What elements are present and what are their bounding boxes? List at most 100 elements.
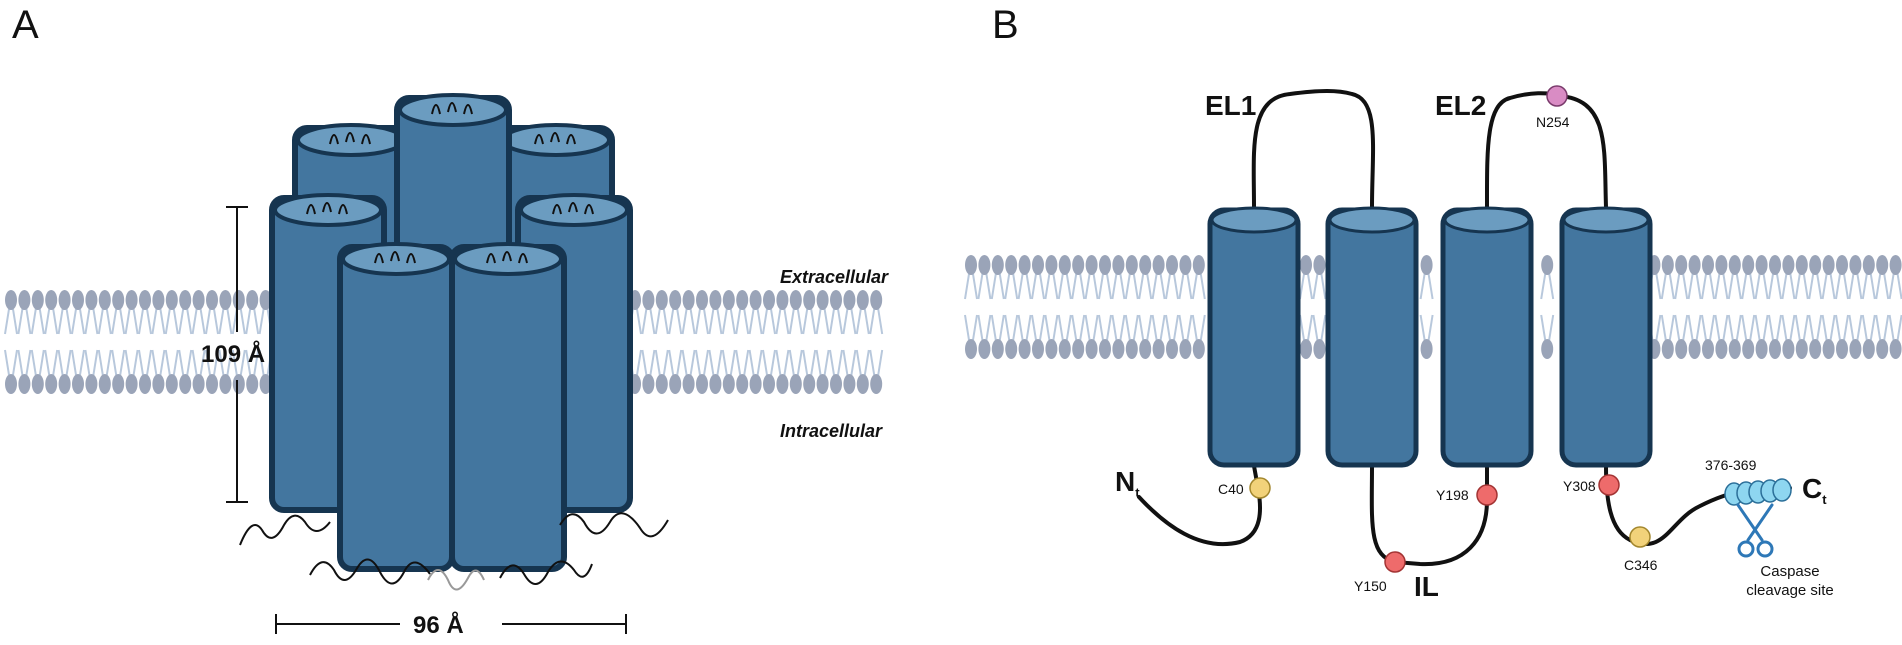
- lipid-pair: [124, 289, 139, 395]
- lipid-pair: [138, 289, 152, 395]
- lipid-pair: [1071, 254, 1086, 360]
- lipid-pair: [1124, 254, 1139, 360]
- lipid-pair: [1419, 254, 1434, 360]
- lipid-pair: [977, 254, 992, 360]
- lipid-pair: [1835, 254, 1849, 360]
- y308-label: Y308: [1563, 478, 1596, 494]
- intracellular-label: Intracellular: [780, 421, 883, 441]
- c-terminus-label: Ct: [1802, 473, 1827, 507]
- width-label: 96 Å: [413, 611, 464, 639]
- lipid-pair: [1312, 254, 1327, 360]
- el1-loop: [1251, 89, 1376, 209]
- palmitoylation-site-c40: [1249, 477, 1271, 499]
- tm-helix-3: [1440, 206, 1534, 468]
- lipid-pair: [668, 289, 683, 395]
- lipid-pair: [44, 289, 59, 395]
- el2-label: EL2: [1435, 90, 1486, 121]
- lipid-pair: [1714, 254, 1729, 360]
- lipid-pair: [178, 289, 193, 395]
- lipid-pair: [1299, 254, 1313, 360]
- lipid-pair: [1111, 254, 1126, 360]
- helix-front-left: [337, 242, 455, 572]
- lipid-pair: [842, 289, 857, 395]
- lipid-pair: [4, 289, 18, 395]
- lipid-pair: [97, 289, 112, 395]
- lipid-pair: [1754, 254, 1769, 360]
- lipid-pair: [1044, 254, 1059, 360]
- lipid-pair: [1660, 254, 1675, 360]
- lipid-pair: [1808, 254, 1823, 360]
- tm-helix-4: [1559, 206, 1653, 468]
- lipid-pair: [30, 289, 45, 395]
- scissors-icon: [1736, 503, 1774, 558]
- tm-helix-2: [1325, 206, 1419, 468]
- membrane-right-segment: [628, 289, 884, 395]
- cytoplasmic-tails: [239, 512, 669, 591]
- lipid-pair: [788, 289, 803, 395]
- tm-helix-1: [1207, 206, 1301, 468]
- lipid-pair: [654, 289, 669, 395]
- c346-label: C346: [1624, 557, 1658, 573]
- phospho-site-y198: [1476, 484, 1498, 506]
- lipid-pair: [1674, 254, 1689, 360]
- lipid-pair: [1794, 254, 1809, 360]
- membrane-bilayer-b: [964, 254, 1902, 360]
- lipid-pair: [1540, 254, 1555, 360]
- lipid-pair: [1727, 254, 1742, 360]
- channel-pore: [269, 93, 633, 572]
- lipid-pair: [1888, 254, 1902, 360]
- lipid-pair: [990, 254, 1005, 360]
- lipid-pair: [1004, 254, 1019, 360]
- lipid-pair: [1057, 254, 1072, 360]
- lipid-pair: [1768, 254, 1782, 360]
- lipid-pair: [1781, 254, 1796, 360]
- panel-b-letter: B: [992, 3, 1019, 47]
- lipid-pair: [802, 289, 817, 395]
- lipid-pair: [1821, 254, 1836, 360]
- lipid-pair: [1178, 254, 1193, 360]
- caspase-motif: [1724, 478, 1792, 506]
- il-label: IL: [1414, 571, 1439, 602]
- y198-label: Y198: [1436, 487, 1469, 503]
- palmitoylation-site-c346: [1629, 526, 1651, 548]
- lipid-pair: [695, 289, 709, 395]
- lipid-pair: [1151, 254, 1166, 360]
- lipid-pair: [721, 289, 736, 395]
- lipid-pair: [1701, 254, 1715, 360]
- y150-label: Y150: [1354, 578, 1387, 594]
- height-label: 109 Å: [201, 340, 265, 368]
- lipid-pair: [1687, 254, 1702, 360]
- panel-a-letter: A: [12, 3, 39, 47]
- lipid-pair: [735, 289, 750, 395]
- lipid-pair: [815, 289, 830, 395]
- lipid-pair: [681, 289, 696, 395]
- lipid-pair: [111, 289, 126, 395]
- helix-front-right: [449, 242, 567, 572]
- lipid-pair: [1741, 254, 1756, 360]
- lipid-pair: [1017, 254, 1032, 360]
- n254-label: N254: [1536, 114, 1570, 130]
- n-terminus-letter: N: [1115, 466, 1135, 497]
- lipid-pair: [708, 289, 723, 395]
- lipid-pair: [964, 254, 978, 360]
- el1-label: EL1: [1205, 90, 1256, 121]
- lipid-pair: [1031, 254, 1045, 360]
- c40-label: C40: [1218, 481, 1244, 497]
- lipid-pair: [855, 289, 870, 395]
- lipid-pair: [1084, 254, 1099, 360]
- n-terminus-label: Nt: [1115, 466, 1140, 500]
- topology-chain: [1137, 89, 1792, 567]
- lipid-pair: [17, 289, 32, 395]
- il-loop: [1369, 464, 1489, 567]
- lipid-pair: [762, 289, 776, 395]
- width-dimension: [275, 614, 627, 634]
- lipid-pair: [164, 289, 179, 395]
- c-terminus-subscript: t: [1822, 492, 1827, 507]
- lipid-pair: [71, 289, 85, 395]
- panel-b: B: [964, 3, 1902, 602]
- phospho-site-y308: [1598, 474, 1620, 496]
- lipid-pair: [748, 289, 763, 395]
- el2-loop: [1484, 91, 1608, 209]
- extracellular-label: Extracellular: [780, 267, 889, 287]
